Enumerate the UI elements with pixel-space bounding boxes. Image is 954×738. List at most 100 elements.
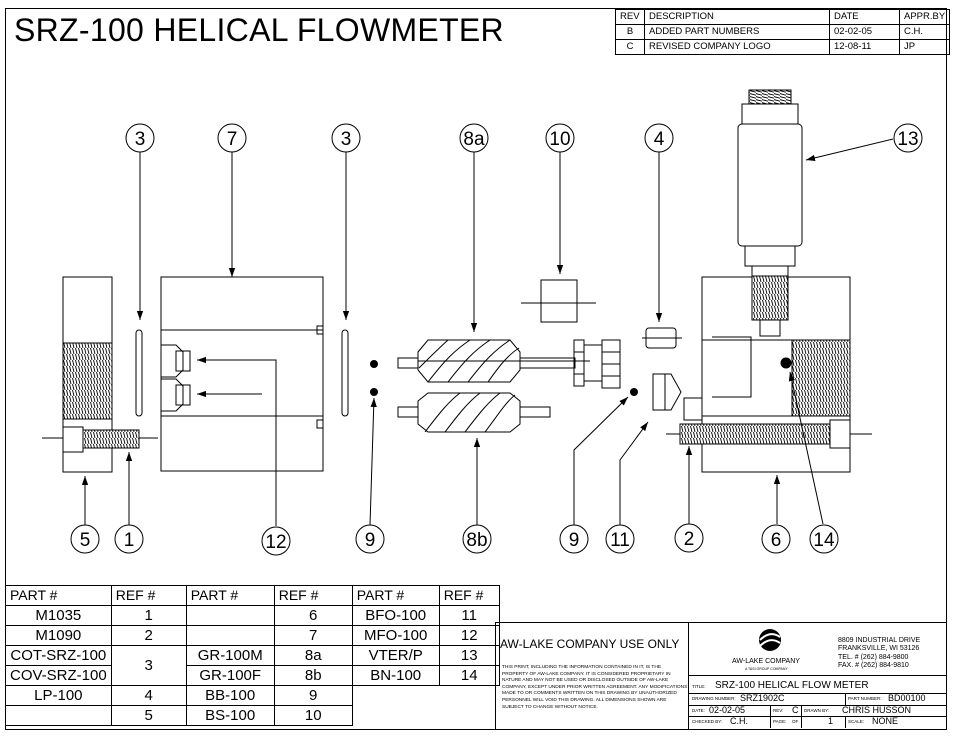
parts-row: COT-SRZ-100 3 GR-100M 8a VTER/P 13 bbox=[5, 645, 500, 686]
svg-text:2: 2 bbox=[684, 529, 695, 550]
revision-row: C REVISED COMPANY LOGO 12-08-11 JP bbox=[615, 39, 951, 55]
drawing-number-label: DRAWING NUMBER: bbox=[692, 696, 736, 701]
ref-number: 8b bbox=[273, 665, 353, 686]
svg-text:14: 14 bbox=[813, 530, 835, 551]
proprietary-notice: THIS PRINT, INCLUDING THE INFORMATION CO… bbox=[502, 665, 688, 710]
ref-number: 2 bbox=[110, 625, 187, 646]
part-number: BFO-100 bbox=[351, 605, 440, 626]
ref-number: 1 bbox=[110, 605, 187, 626]
parts-row: COV-SRZ-100 GR-100F 8b BN-100 14 bbox=[5, 665, 500, 686]
svg-text:9: 9 bbox=[365, 530, 376, 551]
part-header: PART # bbox=[5, 585, 112, 606]
page-label: PAGE: bbox=[773, 719, 787, 724]
part-number bbox=[185, 625, 275, 646]
address-line: FRANKSVILLE, WI 53126 bbox=[838, 645, 920, 653]
appr-by-cell: JP bbox=[898, 39, 951, 55]
svg-text:10: 10 bbox=[549, 129, 570, 150]
callout-2: 2 bbox=[674, 523, 704, 553]
ball-bearing bbox=[370, 360, 378, 368]
part-number: BS-100 bbox=[185, 705, 275, 726]
svg-text:12: 12 bbox=[265, 532, 286, 553]
part-number: COT-SRZ-100 bbox=[5, 645, 112, 666]
callout-8b: 8b bbox=[462, 524, 492, 554]
parts-row: M1035 1 6 BFO-100 11 bbox=[5, 605, 500, 626]
date-label: DATE: bbox=[692, 708, 705, 713]
address-line: 8809 INDUSTRIAL DRIVE bbox=[838, 637, 921, 644]
callout-10: 10 bbox=[545, 123, 575, 153]
callout-13: 13 bbox=[893, 123, 923, 153]
part-number: GR-100M bbox=[185, 645, 275, 666]
page-of-label: OF bbox=[792, 719, 799, 724]
drawing-title: SRZ-100 HELICAL FLOWMETER bbox=[14, 12, 504, 48]
svg-text:5: 5 bbox=[80, 530, 91, 551]
svg-text:6: 6 bbox=[771, 530, 782, 551]
ref-header: REF # bbox=[438, 585, 500, 606]
svg-text:4: 4 bbox=[654, 129, 665, 150]
title-block: AW-LAKE COMPANY USE ONLY THIS PRINT, INC… bbox=[495, 622, 947, 730]
title-label: TITLE: bbox=[692, 684, 706, 689]
svg-text:8b: 8b bbox=[466, 530, 487, 551]
ref-number: 14 bbox=[438, 665, 500, 686]
scale-label: SCALE: bbox=[848, 719, 865, 724]
part-header: PART # bbox=[185, 585, 275, 606]
checked-by-field: C.H. bbox=[730, 716, 748, 726]
part-number: VTER/P bbox=[351, 645, 440, 666]
parts-row: 5 BS-100 10 bbox=[5, 705, 500, 726]
ref-number: 11 bbox=[438, 605, 500, 626]
drawing-title-field: SRZ-100 HELICAL FLOW METER bbox=[715, 680, 869, 691]
aw-lake-logo-icon bbox=[759, 629, 781, 651]
callout-6: 6 bbox=[761, 524, 791, 554]
callout-14: 14 bbox=[809, 524, 839, 554]
callout-3: 3 bbox=[331, 123, 361, 153]
callout-9: 9 bbox=[355, 524, 385, 554]
date-field: 02-02-05 bbox=[709, 705, 746, 715]
part-header: PART # bbox=[351, 585, 440, 606]
ref-number: 12 bbox=[438, 625, 500, 646]
part-number: M1035 bbox=[5, 605, 112, 626]
parts-row: LP-100 4 BB-100 9 bbox=[5, 685, 500, 706]
part-number-field: BD00100 bbox=[888, 693, 926, 703]
company-use-label: AW-LAKE COMPANY USE ONLY bbox=[500, 637, 680, 651]
checked-by-label: CHECKED BY: bbox=[692, 719, 723, 724]
part-number-label: PART NUMBER: bbox=[848, 696, 882, 701]
svg-text:9: 9 bbox=[569, 530, 580, 551]
ref-number: 9 bbox=[273, 685, 353, 706]
bushing bbox=[652, 373, 682, 411]
parts-row: M1090 2 7 MFO-100 12 bbox=[5, 625, 500, 646]
callout-7: 7 bbox=[217, 123, 247, 153]
date-cell: 12-08-11 bbox=[829, 39, 900, 55]
svg-text:1: 1 bbox=[124, 530, 135, 551]
callout-4: 4 bbox=[644, 123, 674, 153]
revision-table: REV DESCRIPTION DATE APPR.BY B ADDED PAR… bbox=[615, 9, 951, 55]
parts-table: PART # REF # PART # REF # PART # REF # M… bbox=[5, 585, 500, 726]
page-field: 1 bbox=[828, 716, 834, 726]
magnet bbox=[521, 279, 621, 389]
callout-11: 11 bbox=[605, 524, 635, 554]
company-address: 8809 INDUSTRIAL DRIVE FRANKSVILLE, WI 53… bbox=[838, 637, 920, 670]
ref-header: REF # bbox=[273, 585, 353, 606]
ref-number: 4 bbox=[110, 685, 187, 706]
svg-text:8a: 8a bbox=[463, 129, 485, 150]
o-ring-right bbox=[341, 329, 349, 417]
parts-table-header: PART # REF # PART # REF # PART # REF # bbox=[5, 585, 500, 606]
ref-number: 5 bbox=[110, 705, 187, 726]
svg-text:3: 3 bbox=[135, 129, 146, 150]
part-number bbox=[5, 705, 112, 726]
part-number: COV-SRZ-100 bbox=[5, 665, 112, 686]
logo-subtitle: A TASI GROUP COMPANY bbox=[745, 667, 788, 671]
part-number bbox=[185, 605, 275, 626]
drawn-by-label: DRAWN BY: bbox=[804, 708, 830, 713]
ref-number: 8a bbox=[273, 645, 353, 666]
leader-lines bbox=[81, 138, 894, 526]
ref-number: 7 bbox=[273, 625, 353, 646]
part-number: GR-100F bbox=[185, 665, 275, 686]
scale-field: NONE bbox=[872, 716, 899, 726]
ref-number: 13 bbox=[438, 645, 500, 666]
svg-text:13: 13 bbox=[897, 129, 918, 150]
callout-12: 12 bbox=[261, 526, 291, 556]
meter-body bbox=[160, 276, 324, 472]
svg-text:3: 3 bbox=[341, 129, 352, 150]
address-line: TEL. # (262) 884-9800 bbox=[838, 653, 909, 661]
callout-9: 9 bbox=[559, 524, 589, 554]
